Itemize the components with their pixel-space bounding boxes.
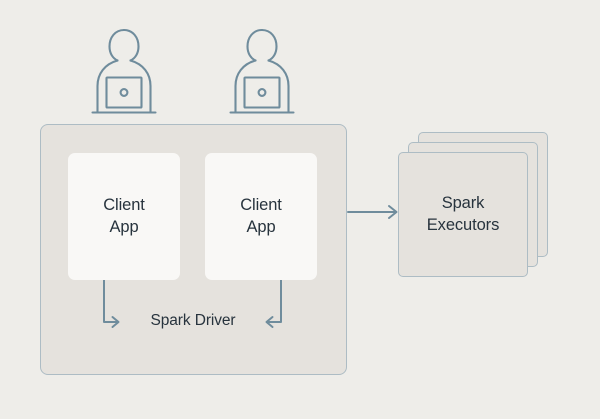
cluster-to-executors-arrow bbox=[347, 205, 398, 219]
client-app-card: Client App bbox=[205, 153, 317, 280]
client-app-label: Client App bbox=[240, 195, 282, 236]
person-with-laptop-icon bbox=[226, 26, 298, 118]
client-app-card: Client App bbox=[68, 153, 180, 280]
client-app-2-to-driver-arrow bbox=[265, 279, 282, 328]
person-with-laptop-icon bbox=[88, 26, 160, 118]
client-app-label: Client App bbox=[103, 195, 145, 236]
spark-executor-card-front: Spark Executors bbox=[398, 152, 528, 277]
spark-driver-label: Spark Driver bbox=[150, 312, 236, 329]
spark-executors-label: Spark Executors bbox=[426, 193, 500, 234]
client-app-1-to-driver-arrow bbox=[103, 279, 120, 328]
